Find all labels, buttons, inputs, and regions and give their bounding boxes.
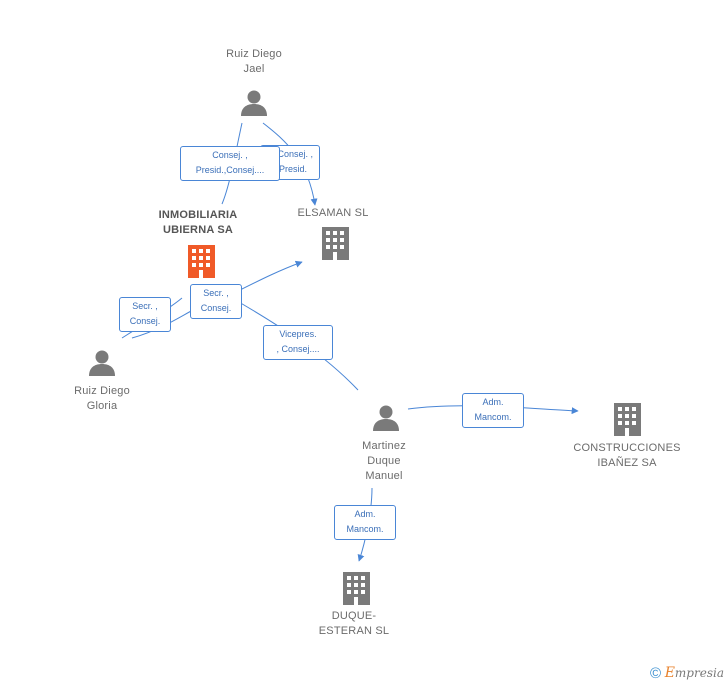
building-icon-construcciones[interactable] (614, 403, 641, 436)
edge-label-line: Adm. (482, 397, 504, 407)
footer-brand[interactable]: © Empresia (650, 664, 724, 684)
brand-logo: Empresia (664, 665, 724, 681)
node-label-line: Ruiz Diego (74, 385, 130, 397)
node-label-line: Ruiz Diego (226, 48, 282, 60)
node-ruiz-diego-gloria[interactable]: Ruiz Diego Gloria (52, 384, 152, 414)
node-ruiz-diego-jael[interactable]: Ruiz Diego Jael (204, 47, 304, 77)
node-label-line: ELSAMAN SL (297, 207, 369, 219)
brand-initial: E (664, 665, 675, 681)
node-construcciones-ibanez[interactable]: CONSTRUCCIONES IBAÑEZ SA (567, 441, 687, 471)
copyright-symbol: © (650, 665, 662, 682)
building-icon-elsaman[interactable] (322, 227, 349, 260)
node-label-line: ESTERAN SL (318, 625, 390, 637)
node-label-line: Gloria (86, 400, 118, 412)
node-label-line: UBIERNA SA (162, 224, 234, 236)
edge-label-line: Secr. , (203, 288, 229, 298)
edge-label-adm-construcciones[interactable]: Adm. Mancom. (462, 393, 524, 428)
edge-label-gloria-secr[interactable]: Secr. , Consej. (119, 297, 171, 332)
edge-label-line: Mancom. (346, 524, 384, 534)
person-icon-martinez[interactable] (373, 405, 399, 432)
edge-label-line: Consej. , (277, 149, 313, 159)
edge-label-vicepres[interactable]: Vicepres. , Consej.... (263, 325, 333, 360)
node-label-line: Jael (243, 63, 265, 75)
edge-label-line: Consej. , (212, 150, 248, 160)
building-icon-duque-esteran[interactable] (343, 572, 370, 605)
building-icon-inmobiliaria[interactable] (188, 245, 215, 278)
node-inmobiliaria-ubierna[interactable]: INMOBILIARIA UBIERNA SA (143, 208, 253, 238)
node-label-line: IBAÑEZ SA (597, 457, 657, 469)
node-martinez-duque-manuel[interactable]: Martinez Duque Manuel (334, 439, 434, 484)
edge-label-line: Consej. (200, 303, 232, 313)
edge-label-adm-duque[interactable]: Adm. Mancom. (334, 505, 396, 540)
person-icon-gloria[interactable] (89, 350, 115, 377)
edge-label-line: Presid.,Consej.... (195, 165, 265, 175)
edge-label-line: Adm. (354, 509, 376, 519)
edge-label-line: Secr. , (132, 301, 158, 311)
edge-label-line: , Consej.... (276, 344, 320, 354)
edge-label-jael-inmobiliaria[interactable]: Consej. , Presid.,Consej.... (180, 146, 280, 181)
node-label-line: CONSTRUCCIONES (573, 442, 681, 454)
node-label-line: Martinez (362, 440, 406, 452)
node-label-line: Duque (367, 455, 401, 467)
node-label-line: Manuel (365, 470, 403, 482)
node-label-line: INMOBILIARIA (158, 209, 238, 221)
edge-label-inmob-secr[interactable]: Secr. , Consej. (190, 284, 242, 319)
node-elsaman[interactable]: ELSAMAN SL (283, 206, 383, 221)
node-label-line: DUQUE- (331, 610, 377, 622)
edge-label-line: Vicepres. (279, 329, 317, 339)
edge-label-line: Consej. (129, 316, 161, 326)
person-icon-jael[interactable] (241, 90, 267, 117)
brand-name: mpresia (674, 666, 724, 680)
edge-label-line: Mancom. (474, 412, 512, 422)
edge-label-line: Presid. (278, 164, 307, 174)
node-duque-esteran[interactable]: DUQUE- ESTERAN SL (304, 609, 404, 639)
edge-inmob-elsaman (239, 260, 303, 291)
